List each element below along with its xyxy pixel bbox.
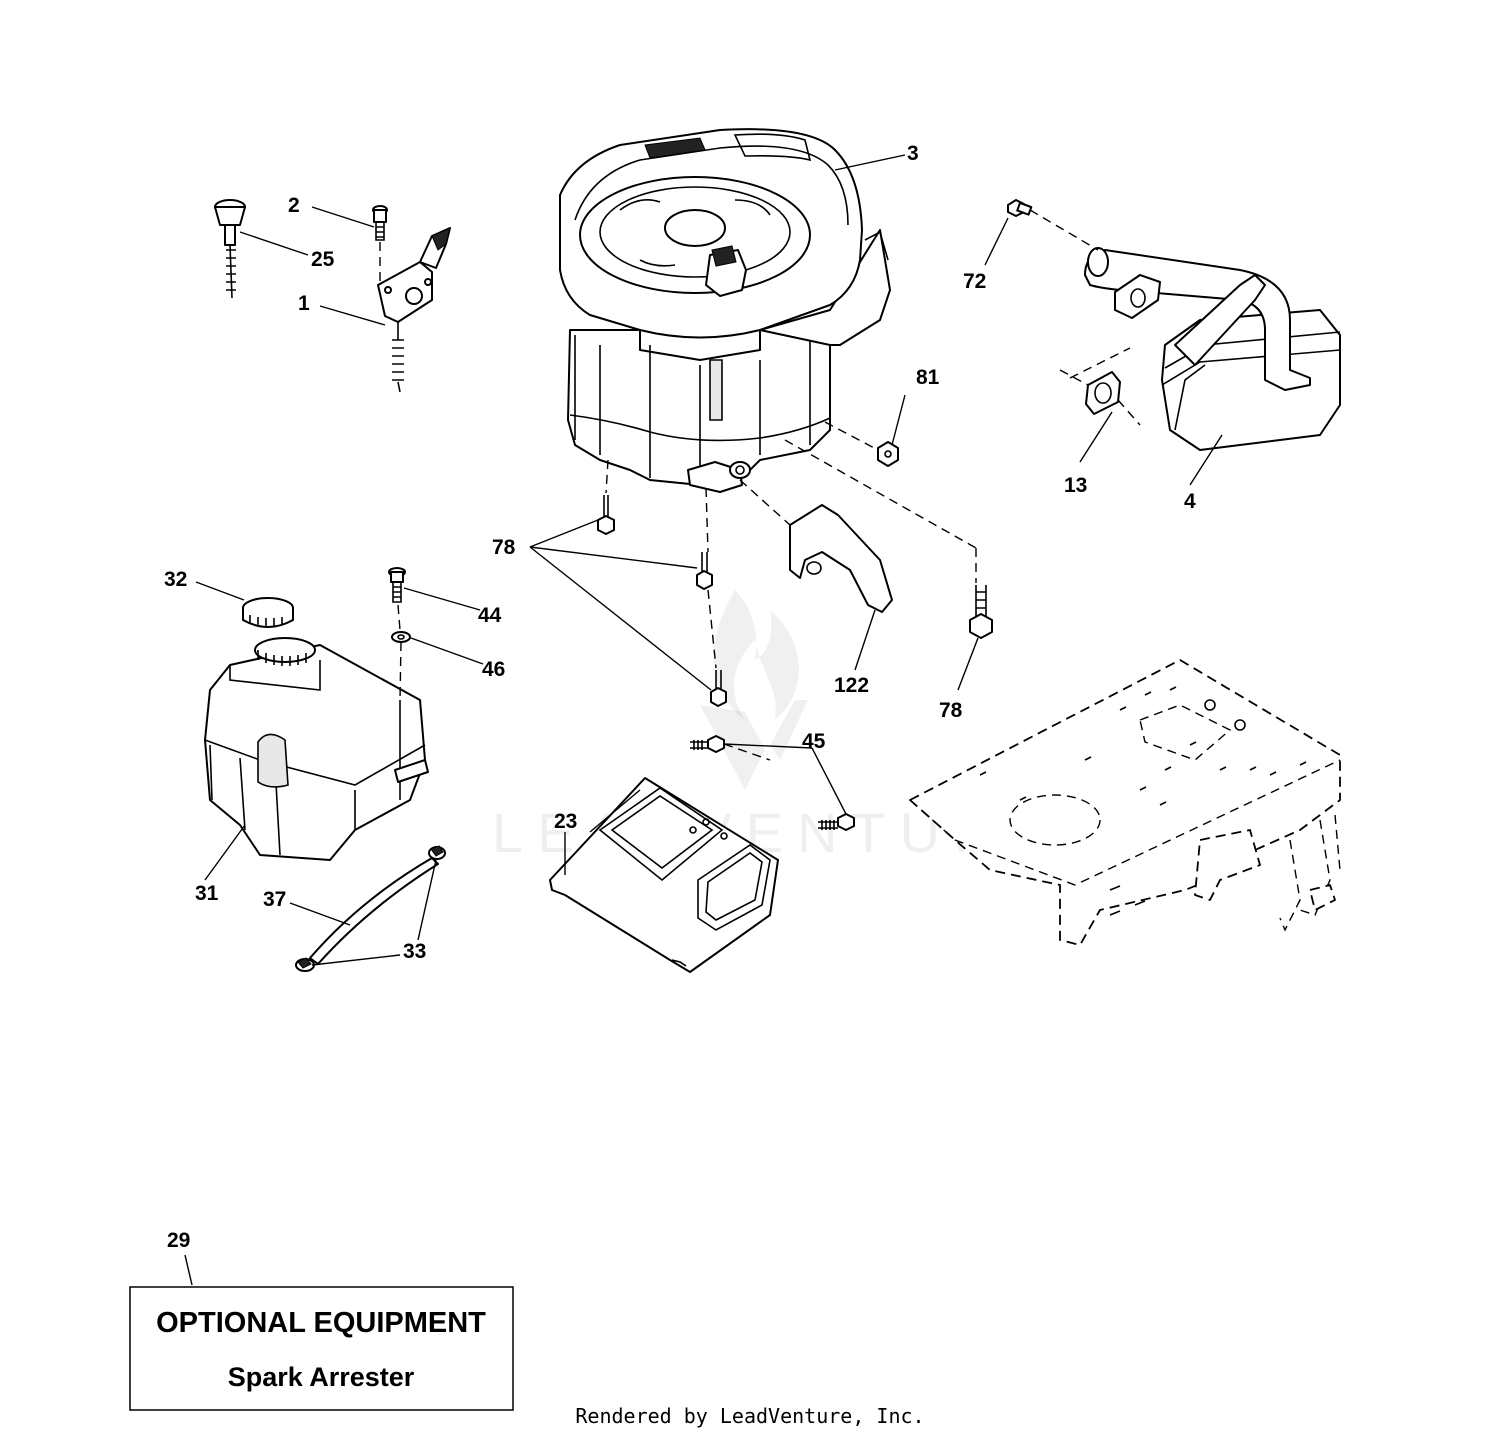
shield-plate-part-23 [549, 777, 779, 973]
clamp-part-33-upper [428, 845, 446, 860]
callout-45: 45 [802, 730, 826, 753]
bolt-part-78-right [969, 585, 993, 639]
optional-equipment-title: OPTIONAL EQUIPMENT [156, 1307, 486, 1339]
spark-arrester-label: Spark Arrester [228, 1362, 415, 1392]
callouts: 1 2 3 4 13 23 25 29 31 32 33 37 44 45 46… [164, 142, 1196, 1252]
muffler-part-4 [1084, 247, 1341, 451]
callout-33: 33 [403, 940, 426, 963]
callout-32: 32 [164, 568, 187, 591]
throttle-control-part-1 [377, 227, 451, 393]
callout-44: 44 [478, 604, 502, 627]
deflector-part-122 [789, 504, 893, 613]
chassis-frame [909, 659, 1341, 946]
callout-37: 37 [263, 888, 286, 911]
callout-78-left: 78 [492, 536, 516, 559]
callout-2: 2 [288, 194, 300, 217]
bolt-part-78-lower [710, 670, 727, 707]
fuel-tank-part-31 [204, 637, 429, 861]
callout-25: 25 [311, 248, 335, 271]
rendered-by-footer: Rendered by LeadVenture, Inc. [575, 1404, 924, 1428]
optional-equipment-box: OPTIONAL EQUIPMENT Spark Arrester [129, 1286, 514, 1411]
clamp-part-33-lower [295, 957, 315, 972]
callout-122: 122 [834, 674, 869, 697]
callout-81: 81 [916, 366, 940, 389]
screw-part-44 [388, 567, 406, 603]
gasket-part-13 [1085, 371, 1121, 415]
callout-4: 4 [1184, 490, 1196, 513]
callout-1: 1 [298, 292, 310, 315]
callout-3: 3 [907, 142, 919, 165]
nut-part-81 [877, 441, 899, 467]
callout-78-right: 78 [939, 699, 963, 722]
callout-29: 29 [167, 1229, 190, 1252]
choke-knob-part-25 [214, 199, 246, 299]
bolt-part-72 [1007, 199, 1033, 217]
engine-part-3 [559, 128, 891, 493]
screw-part-2 [372, 205, 388, 241]
callout-23: 23 [554, 810, 577, 833]
bolt-part-78-left [597, 495, 615, 535]
screw-part-45-upper [690, 735, 725, 753]
fuel-cap-part-32 [242, 597, 294, 628]
callout-13: 13 [1064, 474, 1087, 497]
bolt-part-78-middle [696, 552, 713, 590]
leader-lines [184, 154, 1223, 1286]
callout-31: 31 [195, 882, 219, 905]
washer-part-46 [391, 631, 411, 643]
callout-46: 46 [482, 658, 505, 681]
callout-72: 72 [963, 270, 986, 293]
fuel-line-part-37 [309, 857, 439, 965]
